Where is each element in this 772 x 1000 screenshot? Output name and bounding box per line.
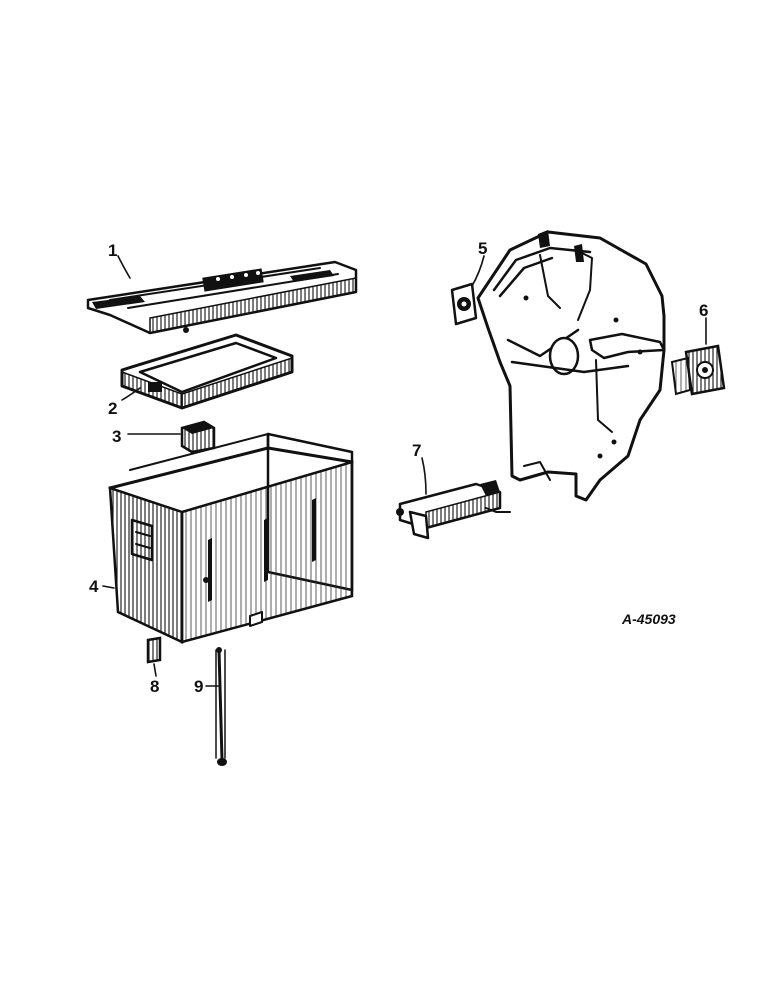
callout-2: 2	[108, 399, 117, 418]
callout-5: 5	[478, 239, 487, 258]
steering-support-housing	[476, 230, 666, 502]
callout-4: 4	[89, 577, 99, 596]
part-2-hold-down-frame	[120, 333, 294, 410]
callout-1: 1	[108, 241, 117, 260]
part-4-battery-box	[108, 432, 354, 644]
part-5-plate	[450, 282, 478, 326]
part-1-tray-cover	[86, 260, 358, 335]
leader-lines	[102, 255, 707, 687]
callout-7: 7	[412, 441, 421, 460]
callout-9: 9	[194, 677, 203, 696]
part-6-plate	[670, 344, 726, 396]
callout-3: 3	[112, 427, 121, 446]
part-3-clip	[180, 420, 216, 454]
drawing-number: A-45093	[621, 611, 676, 627]
part-7-bracket	[396, 480, 511, 540]
callout-8: 8	[150, 677, 159, 696]
part-9-bolt	[215, 647, 227, 766]
part-8-nut	[146, 636, 162, 664]
callout-6: 6	[699, 301, 708, 320]
